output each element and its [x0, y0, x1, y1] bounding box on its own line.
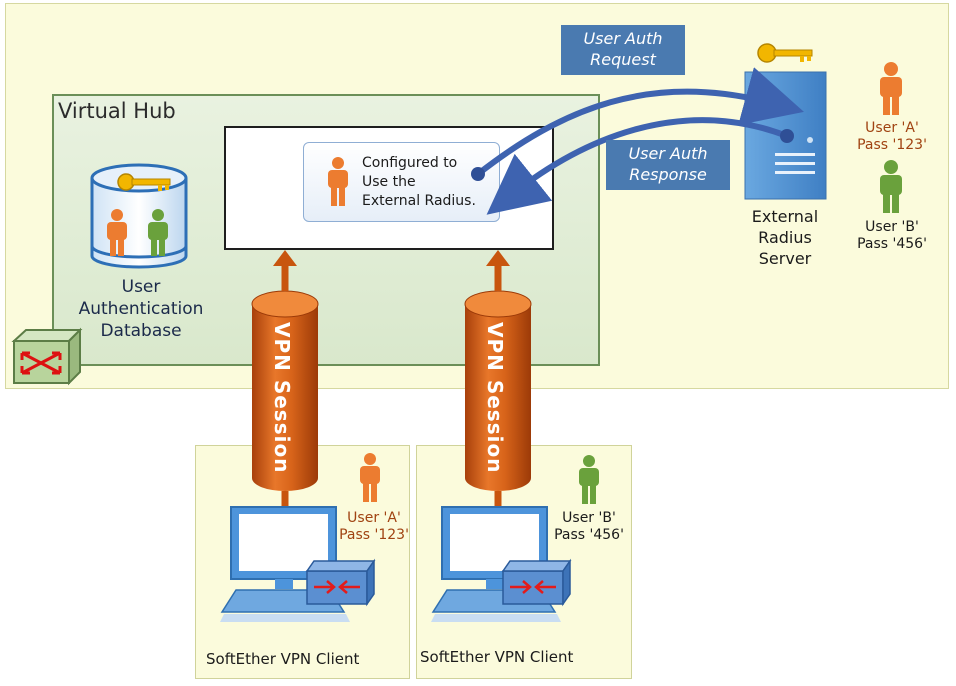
config-text: Configured to Use the External Radius. — [362, 154, 476, 211]
config-line-2: Use the — [362, 174, 416, 190]
vpn-adapter-icon-a — [305, 558, 376, 607]
database-label: User Authentication Database — [66, 276, 216, 342]
config-line-1: Configured to — [362, 155, 458, 171]
database-line-3: Database — [100, 321, 182, 341]
client-user-b-pass: Pass '456' — [554, 527, 624, 543]
vpn-adapter-icon-b — [501, 558, 572, 607]
user-b-icon-client — [579, 455, 599, 504]
auth-request-line-1: User Auth — [583, 29, 663, 48]
key-icon-server — [757, 43, 813, 63]
user-icon-config — [328, 157, 348, 206]
radius-server-label: External Radius Server — [730, 206, 840, 269]
client-user-b-name: User 'B' — [562, 510, 616, 526]
client-user-b-label: User 'B' Pass '456' — [549, 510, 629, 544]
key-icon-database — [117, 173, 171, 191]
client-user-a-pass: Pass '123' — [339, 527, 409, 543]
auth-request-label: User Auth Request — [561, 25, 685, 75]
radius-user-a-pass: Pass '123' — [857, 137, 927, 153]
client-label-b: SoftEther VPN Client — [420, 648, 574, 666]
auth-response-arrow — [486, 117, 794, 215]
radius-user-b-label: User 'B' Pass '456' — [852, 219, 932, 253]
server-line-1: External — [751, 207, 819, 226]
vpn-session-tube-b — [464, 250, 532, 546]
database-line-2: Authentication — [78, 299, 204, 319]
radius-user-a-name: User 'A' — [865, 120, 919, 136]
auth-response-label: User Auth Response — [606, 140, 730, 190]
user-a-icon-client — [360, 453, 380, 502]
client-user-a-name: User 'A' — [347, 510, 401, 526]
auth-request-line-2: Request — [590, 50, 656, 69]
auth-response-line-2: Response — [629, 165, 707, 184]
client-user-a-label: User 'A' Pass '123' — [334, 510, 414, 544]
auth-request-arrow — [471, 67, 804, 181]
radius-user-a-label: User 'A' Pass '123' — [852, 120, 932, 154]
radius-user-b-pass: Pass '456' — [857, 236, 927, 252]
config-line-3: External Radius. — [362, 193, 476, 209]
client-label-a: SoftEther VPN Client — [206, 650, 360, 668]
user-a-icon-radius — [880, 62, 902, 115]
user-b-icon-radius — [880, 160, 902, 213]
auth-response-line-1: User Auth — [628, 144, 708, 163]
vpn-session-label-a: VPN Session — [270, 322, 294, 474]
database-line-1: User — [121, 277, 161, 297]
server-line-2: Radius Server — [758, 228, 812, 268]
vpn-session-label-b: VPN Session — [483, 322, 507, 474]
radius-user-b-name: User 'B' — [865, 219, 919, 235]
user-a-icon-database — [107, 209, 127, 256]
virtual-hub-title: Virtual Hub — [58, 99, 176, 123]
hub-switch-icon — [11, 327, 83, 386]
user-b-icon-database — [148, 209, 168, 256]
